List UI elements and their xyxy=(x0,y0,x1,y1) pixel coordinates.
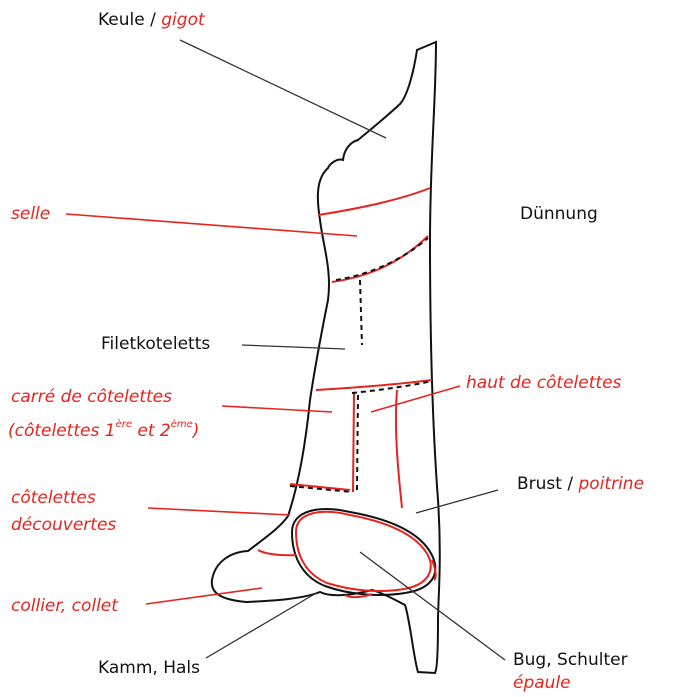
label-carre-line2-b: et 2 xyxy=(132,421,171,441)
label-keule-de: Keule / xyxy=(98,10,156,30)
leader-keule xyxy=(180,40,386,138)
shoulder-red-outline xyxy=(296,512,431,591)
label-brust-de: Brust / xyxy=(517,474,573,494)
label-carre-line2-a: (côtelettes 1 xyxy=(8,421,116,441)
label-selle-fr: selle xyxy=(11,204,50,224)
cut-collier xyxy=(258,550,296,555)
label-carre-sup1: ère xyxy=(116,419,132,430)
cut-selle-bottom xyxy=(332,236,428,282)
leader-filetkoteletts xyxy=(242,345,345,349)
label-kamm-de: Kamm, Hals xyxy=(98,658,200,678)
label-collier-fr: collier, collet xyxy=(11,596,118,616)
label-bug-de: Bug, Schulter xyxy=(513,650,628,670)
label-selle: selle xyxy=(11,203,50,225)
label-filetkoteletts: Filetkoteletts xyxy=(101,333,210,355)
leader-bug xyxy=(360,552,505,660)
cut-carre-vertical xyxy=(353,393,354,492)
label-carre-sup2: ème xyxy=(171,419,193,430)
label-decouvertes-1: côtelettes xyxy=(11,487,96,509)
cut-selle-top xyxy=(318,188,430,215)
label-carre-detail: (côtelettes 1ère et 2ème) xyxy=(8,420,199,442)
cut-haut-vertical xyxy=(396,390,402,508)
label-keule: Keule / gigot xyxy=(98,9,205,31)
shoulder-outline xyxy=(292,509,435,595)
dash-selle xyxy=(336,238,428,280)
leader-brust xyxy=(416,490,498,513)
carcass-outline xyxy=(212,42,440,673)
label-brust-fr: poitrine xyxy=(579,474,645,494)
label-duennung: Dünnung xyxy=(520,203,598,225)
label-epaule: épaule xyxy=(513,672,571,694)
label-carre-line1: carré de côtelettes xyxy=(11,387,172,407)
label-haut: haut de côtelettes xyxy=(466,372,621,394)
label-keule-fr: gigot xyxy=(161,10,204,30)
label-decouvertes-line2: découvertes xyxy=(11,515,116,535)
leader-carre xyxy=(222,406,332,412)
leader-selle xyxy=(66,214,357,236)
leader-decouvertes xyxy=(148,508,290,515)
label-filetkoteletts-de: Filetkoteletts xyxy=(101,334,210,354)
label-bug-fr: épaule xyxy=(513,673,571,693)
label-carre: carré de côtelettes xyxy=(11,386,172,408)
label-carre-line2-c: ) xyxy=(193,421,200,441)
label-decouvertes-line1: côtelettes xyxy=(11,488,96,508)
label-kamm: Kamm, Hals xyxy=(98,657,200,679)
label-bug: Bug, Schulter xyxy=(513,649,628,671)
label-brust: Brust / poitrine xyxy=(517,473,644,495)
label-duennung-de: Dünnung xyxy=(520,204,598,224)
label-haut-fr: haut de côtelettes xyxy=(466,373,621,393)
dash-filet-vertical xyxy=(360,280,362,345)
label-decouvertes-2: découvertes xyxy=(11,514,116,536)
leader-haut xyxy=(371,386,460,412)
label-collier: collier, collet xyxy=(11,595,118,617)
label-carre-line2: (côtelettes 1ère et 2ème) xyxy=(8,421,199,441)
dash-carre-vertical xyxy=(357,395,358,490)
